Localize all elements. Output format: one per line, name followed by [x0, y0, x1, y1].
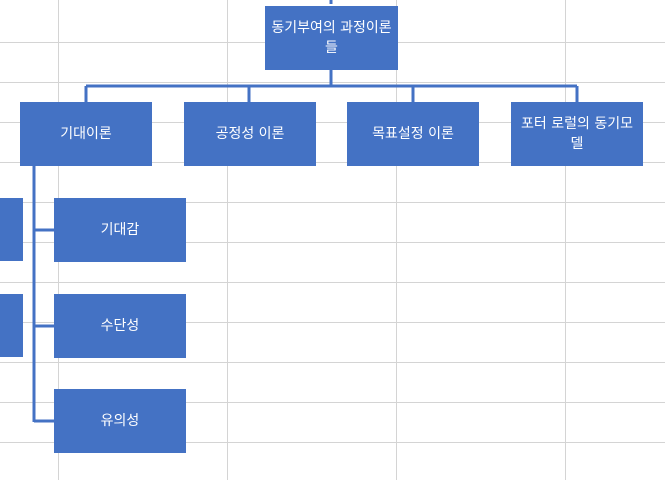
- grid-line: [0, 242, 665, 243]
- grid-line: [0, 122, 665, 123]
- grid-line: [0, 402, 665, 403]
- node-porter-lawler-model[interactable]: 포터 로럴의 동기모델: [511, 102, 643, 166]
- node-label: 포터 로럴의 동기모델: [521, 116, 633, 152]
- grid-line: [565, 0, 566, 480]
- grid-line: [0, 162, 665, 163]
- grid-line: [0, 322, 665, 323]
- grid-line: [396, 0, 397, 480]
- node-label: 공정성 이론: [215, 126, 285, 142]
- node-expectancy[interactable]: 기대감: [54, 198, 186, 262]
- node-expectancy-theory[interactable]: 기대이론: [20, 102, 152, 166]
- grid-line: [0, 442, 665, 443]
- root-node-label: 동기부여의 과정이론들: [271, 20, 392, 56]
- node-label: 유의성: [100, 413, 140, 429]
- root-node[interactable]: 동기부여의 과정이론들: [265, 6, 398, 70]
- node-label: 기대이론: [60, 126, 112, 142]
- node-goal-setting-theory[interactable]: 목표설정 이론: [347, 102, 479, 166]
- grid-line: [227, 0, 228, 480]
- node-label: 목표설정 이론: [372, 126, 454, 142]
- node-label: 수단성: [100, 318, 140, 334]
- grid-line: [0, 362, 665, 363]
- partial-node[interactable]: [0, 294, 23, 357]
- grid-line: [0, 202, 665, 203]
- node-valence[interactable]: 유의성: [54, 389, 186, 453]
- grid-line: [0, 282, 665, 283]
- node-equity-theory[interactable]: 공정성 이론: [184, 102, 316, 166]
- partial-node[interactable]: [0, 198, 23, 261]
- node-label: 기대감: [100, 222, 140, 238]
- node-instrumentality[interactable]: 수단성: [54, 294, 186, 358]
